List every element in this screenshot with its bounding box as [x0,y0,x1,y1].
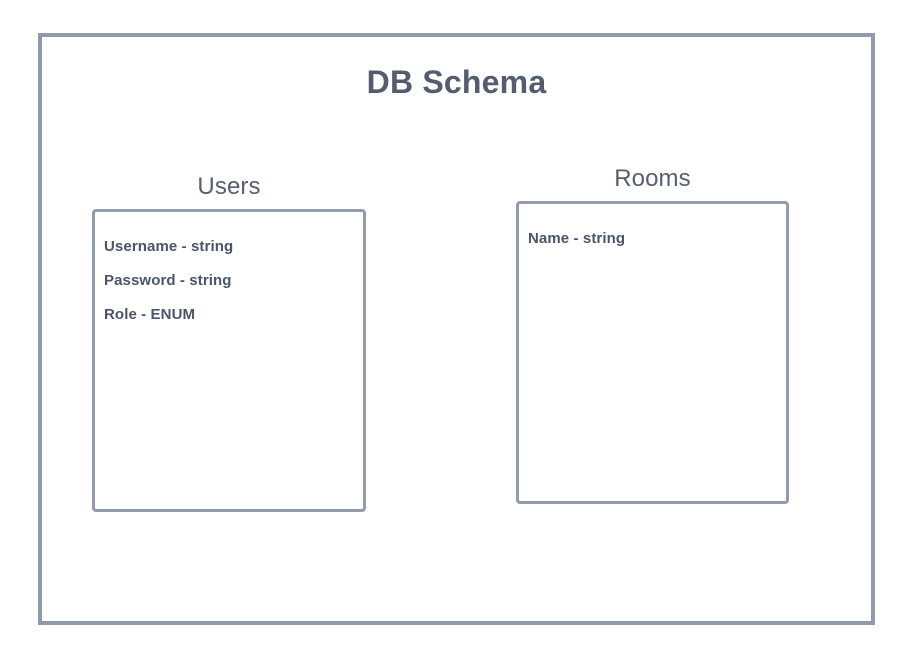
field-item: Role - ENUM [104,306,196,324]
field-list-rooms: Name - string [519,222,786,256]
entity-box-users: Username - string Password - string Role… [92,209,366,513]
entity-title-users: Users [197,173,261,200]
field-item: Username - string [104,238,234,256]
field-item: Name - string [528,230,626,248]
db-schema-frame: DB Schema Users Username - string Passwo… [38,33,875,625]
diagram-title: DB Schema [366,64,547,100]
entity-title-rooms: Rooms [614,165,691,192]
field-list-users: Username - string Password - string Role… [95,230,363,332]
entity-box-rooms: Name - string [516,201,789,505]
entity-rooms: Rooms Name - string [516,165,789,505]
field-item: Password - string [104,272,232,290]
entity-users: Users Username - string Password - strin… [92,173,366,513]
